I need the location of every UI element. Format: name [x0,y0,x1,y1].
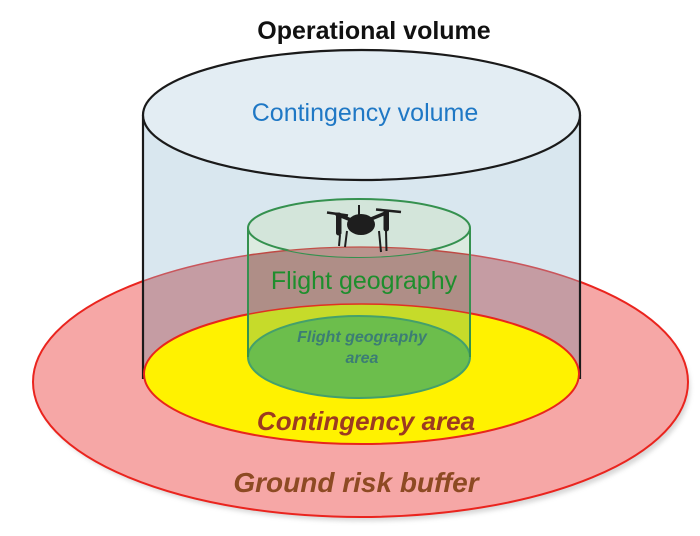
drone-icon [326,205,402,253]
flight-geography-edges [247,228,471,357]
flight-geography-area-ellipse [247,315,471,399]
contingency-volume-edges [141,115,582,379]
contingency-volume-top [141,48,582,182]
buffer-through-top-face [248,246,470,257]
